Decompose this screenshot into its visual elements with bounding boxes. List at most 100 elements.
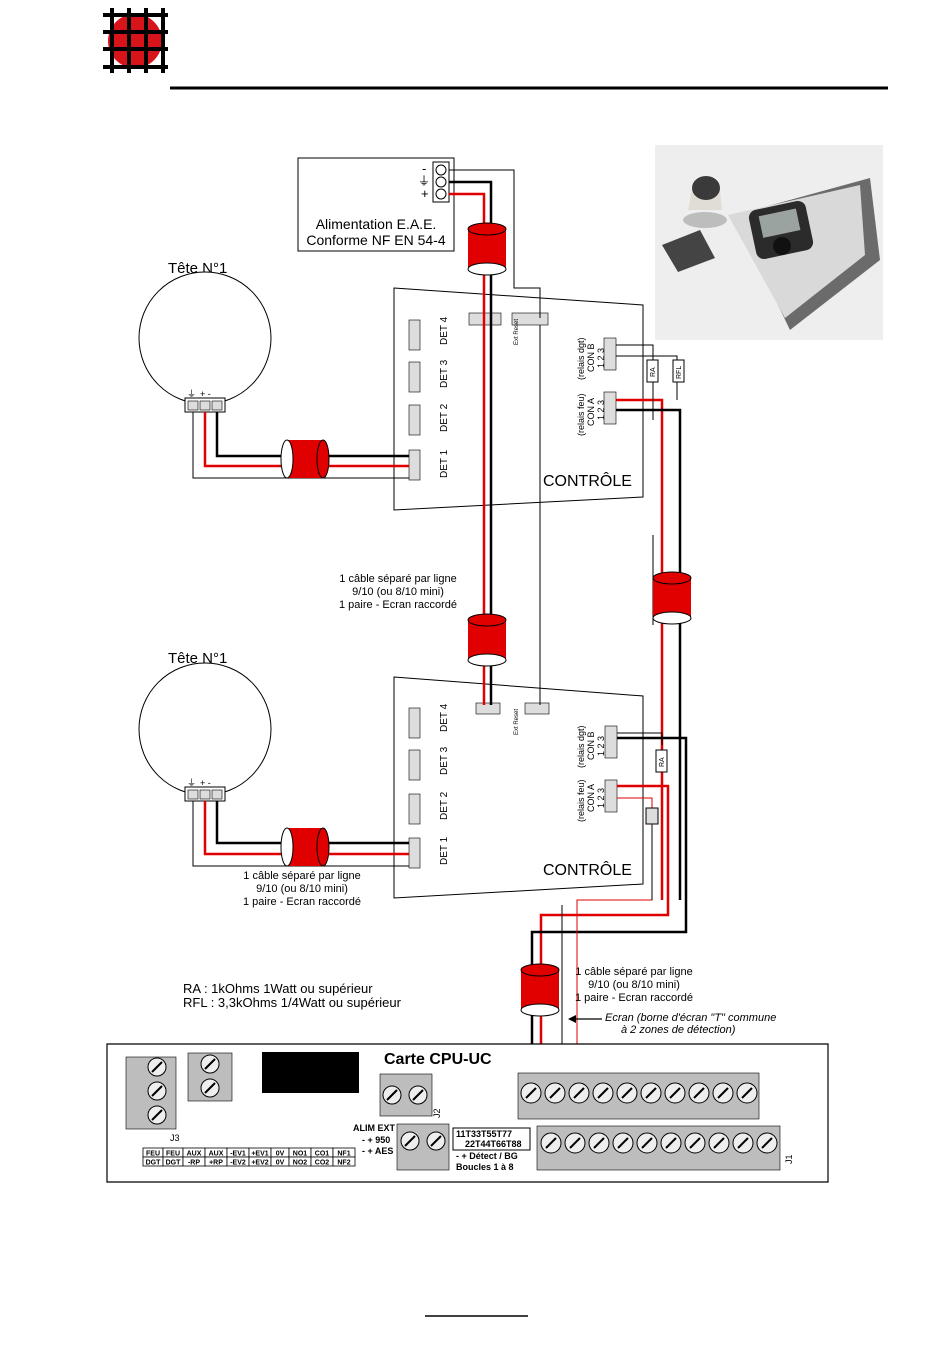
detect-label: - + Détect / BG [456, 1151, 518, 1161]
j1-lower-terminal-row: J1 [536, 1125, 794, 1171]
product-photo [655, 145, 883, 340]
control-module-bottom: DET 4 DET 3 DET 2 DET 1 Ext Reset (relai… [393, 676, 644, 899]
boucles-top-row: 11T33T55T77 [456, 1129, 512, 1139]
ext-reset-label-top: Ext Reset [514, 319, 520, 345]
function-label: -EV2 [230, 1160, 246, 1167]
function-label: -RP [188, 1160, 200, 1167]
cpu-board: Carte CPU-UC J3 J2 [106, 1043, 829, 1183]
control-title-bottom: CONTRÔLE [543, 860, 632, 879]
function-label: NO2 [293, 1160, 308, 1167]
supply-title: Alimentation E.A.E. [316, 216, 437, 232]
resistor-ra-top: RA [650, 367, 657, 377]
resistor-rfl-top: RFL [676, 366, 683, 379]
function-label: +RP [209, 1160, 223, 1167]
svg-text:1 câble séparé par ligne: 1 câble séparé par ligne [575, 966, 692, 978]
con-a-label-bottom: CON A [586, 784, 596, 812]
con-b-pins-top: 1 2 3 [596, 348, 606, 368]
power-supply-box: - ⏚ + Alimentation E.A.E. Conforme NF EN… [297, 157, 455, 252]
function-label: -EV1 [230, 1151, 246, 1158]
wires [192, 169, 688, 1075]
function-label: 0V [276, 1160, 285, 1167]
det1-label-top: DET 1 [439, 449, 450, 478]
svg-text:⏚: ⏚ [418, 174, 430, 188]
supply-terminal-minus: - [422, 161, 426, 176]
relais-dgt-label-top: (relais dgt) [576, 337, 586, 380]
company-logo [103, 8, 168, 73]
ferrite-cores [280, 222, 692, 1017]
ext-reset-label-bottom: Ext Reset [514, 709, 520, 735]
alim-ext-label: ALIM EXT [353, 1123, 396, 1133]
cable-note-3: 1 câble séparé par ligne 9/10 (ou 8/10 m… [575, 966, 693, 1004]
function-label: 0V [276, 1151, 285, 1158]
det4-label-bottom: DET 4 [439, 703, 450, 732]
head-bottom-terminals: + - [200, 778, 211, 788]
ecran-note: Ecran (borne d'écran "T" commune à 2 zon… [568, 1012, 776, 1036]
legend-ra: RA : 1kOhms 1Watt ou supérieur [183, 981, 373, 996]
function-label: AUX [187, 1151, 202, 1158]
detector-head-bottom: Tête N°1 ⏚ + - [138, 650, 272, 802]
svg-text:1 câble séparé par ligne: 1 câble séparé par ligne [243, 870, 360, 882]
j2-terminal-block: J2 [379, 1073, 450, 1171]
legend-rfl: RFL : 3,3kOhms 1/4Watt ou supérieur [183, 995, 402, 1010]
boucles-bottom-row: 22T44T66T88 [465, 1139, 522, 1149]
function-label: NF2 [337, 1160, 350, 1167]
con-a-pins-top: 1 2 3 [596, 400, 606, 420]
det4-label-top: DET 4 [439, 316, 450, 345]
det3-label-top: DET 3 [439, 359, 450, 388]
svg-text:1 paire - Ecran raccordé: 1 paire - Ecran raccordé [339, 599, 457, 611]
svg-text:Ecran (borne d'écran "T" commu: Ecran (borne d'écran "T" commune [605, 1012, 776, 1024]
function-label: CO2 [315, 1160, 330, 1167]
cable-note-1: 1 câble séparé par ligne 9/10 (ou 8/10 m… [339, 573, 457, 611]
svg-text:1 câble séparé par ligne: 1 câble séparé par ligne [339, 573, 456, 585]
svg-text:1 paire - Ecran raccordé: 1 paire - Ecran raccordé [243, 896, 361, 908]
svg-text:9/10 (ou 8/10 mini): 9/10 (ou 8/10 mini) [352, 586, 444, 598]
alim-950-label: - + 950 [362, 1135, 390, 1145]
function-label: NF1 [337, 1151, 350, 1158]
function-label: DGT [146, 1160, 162, 1167]
svg-text:1 paire - Ecran raccordé: 1 paire - Ecran raccordé [575, 992, 693, 1004]
det2-label-bottom: DET 2 [439, 791, 450, 820]
control-title-top: CONTRÔLE [543, 471, 632, 490]
function-label: DGT [166, 1160, 182, 1167]
function-label: +EV1 [251, 1151, 268, 1158]
con-b-label-bottom: CON B [586, 731, 596, 760]
j2-label: J2 [432, 1108, 442, 1118]
detector-head-top: Tête N°1 ⏚ + - [138, 260, 272, 413]
control-module-top: DET 4 DET 3 DET 2 DET 1 Ext Reset (relai… [393, 287, 644, 511]
function-label-box [332, 1156, 356, 1167]
j1-label: J1 [784, 1154, 794, 1164]
det3-label-bottom: DET 3 [439, 746, 450, 775]
head-top-terminals: + - [200, 389, 211, 399]
function-label: FEU [166, 1151, 180, 1158]
supply-terminal-plus: + [421, 186, 429, 201]
resistor-ra-bottom: RA [659, 757, 666, 767]
con-b-pins-bottom: 1 2 3 [596, 736, 606, 756]
j1-upper-terminal-row [517, 1072, 760, 1120]
con-b-label-top: CON B [586, 343, 596, 372]
j3-label: J3 [170, 1133, 180, 1143]
function-label: FEU [146, 1151, 160, 1158]
supply-standard: Conforme NF EN 54-4 [306, 232, 445, 248]
con-a-label-top: CON A [586, 398, 596, 426]
svg-text:⏚: ⏚ [187, 778, 196, 788]
function-label: NO1 [293, 1151, 308, 1158]
cable-note-2: 1 câble séparé par ligne 9/10 (ou 8/10 m… [243, 870, 361, 908]
svg-text:9/10 (ou 8/10 mini): 9/10 (ou 8/10 mini) [588, 979, 680, 991]
function-label: CO1 [315, 1151, 330, 1158]
relais-feu-label-top: (relais feu) [576, 393, 586, 436]
boucles-label: Boucles 1 à 8 [456, 1162, 514, 1172]
function-label: +EV2 [251, 1160, 268, 1167]
function-label: AUX [209, 1151, 224, 1158]
cpu-title: Carte CPU-UC [384, 1051, 492, 1068]
alim-aes-label: - + AES [362, 1146, 393, 1156]
relais-dgt-label-bottom: (relais dgt) [576, 725, 586, 768]
j3-terminal-block: J3 [125, 1052, 233, 1143]
resistors: RA RFL RA [645, 359, 685, 825]
det2-label-top: DET 2 [439, 403, 450, 432]
con-a-pins-bottom: 1 2 3 [596, 788, 606, 808]
head-bottom-label: Tête N°1 [168, 650, 227, 667]
det1-label-bottom: DET 1 [439, 836, 450, 865]
svg-text:⏚: ⏚ [187, 389, 196, 399]
